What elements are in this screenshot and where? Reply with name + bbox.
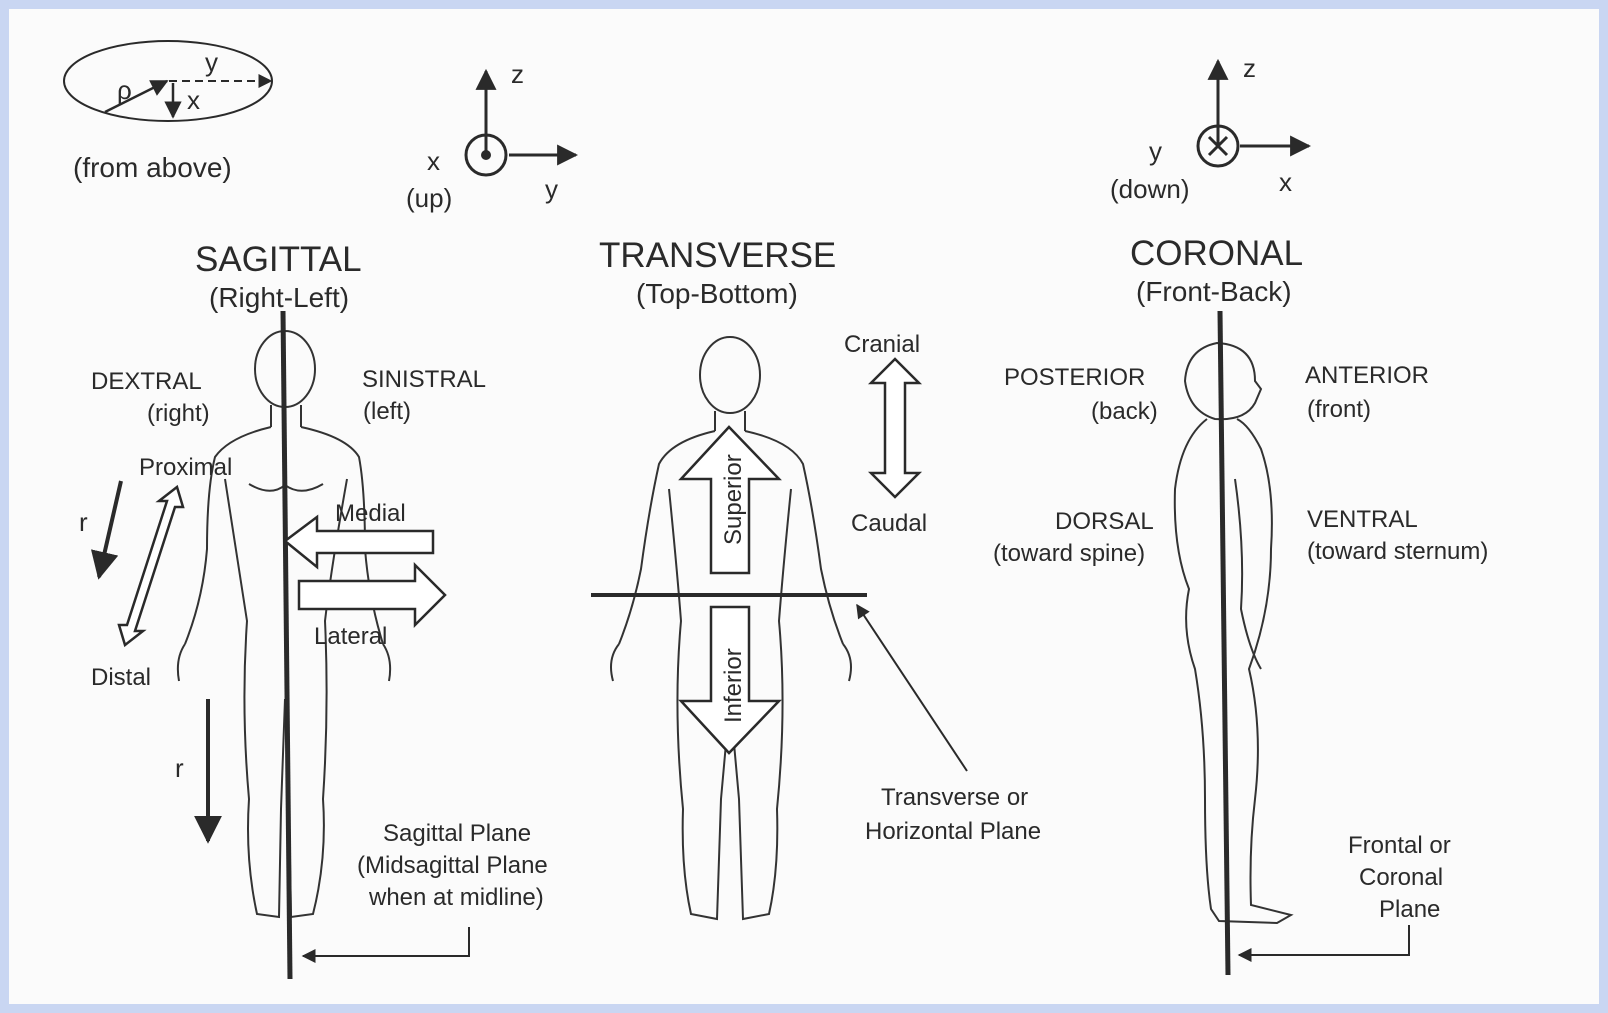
transverse-title: TRANSVERSE <box>599 236 836 275</box>
cranial-label: Cranial <box>844 331 920 358</box>
sagittal-title: SAGITTAL <box>195 240 362 279</box>
y-label: y <box>205 47 218 77</box>
lateral-arrow <box>299 565 445 625</box>
x-label: x <box>1279 167 1292 197</box>
rho-arrow <box>105 81 167 112</box>
sinistral-sub: (left) <box>363 398 411 425</box>
posterior-sub: (back) <box>1091 398 1158 425</box>
transverse-subtitle: (Top-Bottom) <box>636 278 798 309</box>
down-label: (down) <box>1110 174 1189 204</box>
sagittal-plane-pointer <box>303 927 469 956</box>
sinistral-label: SINISTRAL <box>362 366 486 393</box>
sagittal-plane-line2: (Midsagittal Plane <box>357 852 548 879</box>
lateral-label: Lateral <box>314 623 387 650</box>
up-label: (up) <box>406 183 452 213</box>
cranial-caudal-arrow <box>871 359 919 497</box>
anatomical-planes-diagram: ρ y x (from above) z x (up) y z y (down)… <box>9 9 1599 1004</box>
y-label: y <box>1149 136 1162 166</box>
transverse-plane-line1: Transverse or <box>881 784 1028 811</box>
coronal-title: CORONAL <box>1130 234 1303 273</box>
coronal-plane-pointer <box>1239 925 1409 955</box>
coronal-subtitle: (Front-Back) <box>1136 276 1292 307</box>
from-above-caption: (from above) <box>73 152 232 183</box>
sagittal-plane-line3: when at midline) <box>368 884 544 911</box>
ventral-sub: (toward sternum) <box>1307 538 1488 565</box>
x-label: x <box>427 146 440 176</box>
sagittal-plane-line <box>283 311 290 979</box>
proximal-label: Proximal <box>139 454 232 481</box>
transverse-plane-line2: Horizontal Plane <box>865 818 1041 845</box>
coronal-plane-line <box>1220 311 1228 975</box>
posterior-label: POSTERIOR <box>1004 364 1145 391</box>
coronal-body-figure <box>1175 343 1291 923</box>
superior-label: Superior <box>720 454 747 545</box>
ventral-label: VENTRAL <box>1307 506 1418 533</box>
coronal-plane-line2: Coronal <box>1359 864 1443 891</box>
caudal-label: Caudal <box>851 510 927 537</box>
proximal-distal-arrow <box>119 487 183 645</box>
dextral-sub: (right) <box>147 400 210 427</box>
anterior-label: ANTERIOR <box>1305 362 1429 389</box>
coronal-plane-line3: Plane <box>1379 896 1440 923</box>
inferior-label: Inferior <box>720 648 747 723</box>
coronal-axes: z y (down) x <box>1110 53 1309 204</box>
r-upper-label: r <box>79 507 88 537</box>
anterior-sub: (front) <box>1307 396 1371 423</box>
r-arrow-upper <box>99 481 121 577</box>
from-above-inset: ρ y x (from above) <box>64 41 272 183</box>
r-lower-label: r <box>175 753 184 783</box>
rho-label: ρ <box>117 75 132 105</box>
diagram-frame: ρ y x (from above) z x (up) y z y (down)… <box>9 9 1599 1004</box>
y-label: y <box>545 174 558 204</box>
z-label: z <box>1243 53 1256 83</box>
dorsal-sub: (toward spine) <box>993 540 1145 567</box>
sagittal-plane-line1: Sagittal Plane <box>383 820 531 847</box>
x-label: x <box>187 85 200 115</box>
sagittal-subtitle: (Right-Left) <box>209 282 349 313</box>
dot-icon <box>481 150 491 160</box>
medial-label: Medial <box>335 500 406 527</box>
distal-label: Distal <box>91 664 151 691</box>
transverse-plane-pointer <box>857 605 967 771</box>
sagittal-axes: z x (up) y <box>406 59 576 213</box>
dextral-label: DEXTRAL <box>91 368 202 395</box>
dorsal-label: DORSAL <box>1055 508 1154 535</box>
coronal-plane-line1: Frontal or <box>1348 832 1451 859</box>
z-label: z <box>511 59 524 89</box>
